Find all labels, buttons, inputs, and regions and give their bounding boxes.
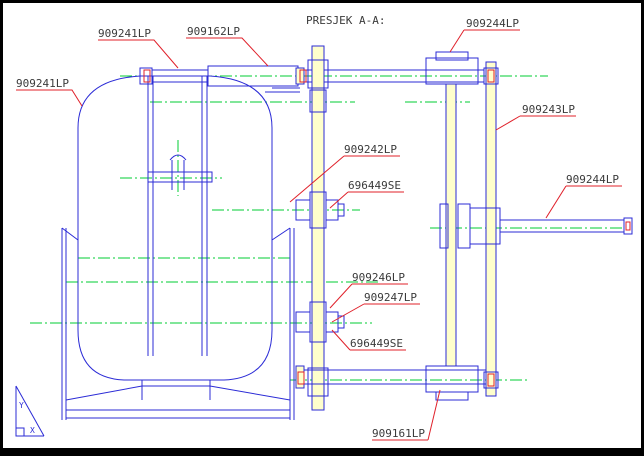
tank-body	[61, 75, 300, 420]
label-909244-top: 909244LP	[466, 17, 519, 30]
label-909161: 909161LP	[372, 427, 425, 440]
frame-bar-right	[483, 61, 499, 397]
section-title: PRESJEK A-A:	[306, 14, 385, 27]
red-markers	[143, 69, 631, 387]
frame-bar-middle	[425, 51, 479, 401]
label-909241-top: 909241LP	[98, 27, 151, 40]
label-909243: 909243LP	[522, 103, 575, 116]
label-696449-lower: 696449SE	[350, 337, 403, 350]
label-909242: 909242LP	[344, 143, 397, 156]
label-696449-upper: 696449SE	[348, 179, 401, 192]
label-909241-left: 909241LP	[16, 77, 69, 90]
label-909162: 909162LP	[187, 25, 240, 38]
leader-lines	[16, 29, 622, 441]
right-shaft	[469, 207, 633, 245]
svg-text:Y: Y	[19, 401, 24, 410]
label-909246: 909246LP	[352, 271, 405, 284]
frame-bar-left	[295, 45, 345, 411]
svg-text:X: X	[30, 426, 35, 435]
ucs-axis-icon: Y X	[15, 385, 45, 437]
label-909244-right: 909244LP	[566, 173, 619, 186]
label-909247: 909247LP	[364, 291, 417, 304]
